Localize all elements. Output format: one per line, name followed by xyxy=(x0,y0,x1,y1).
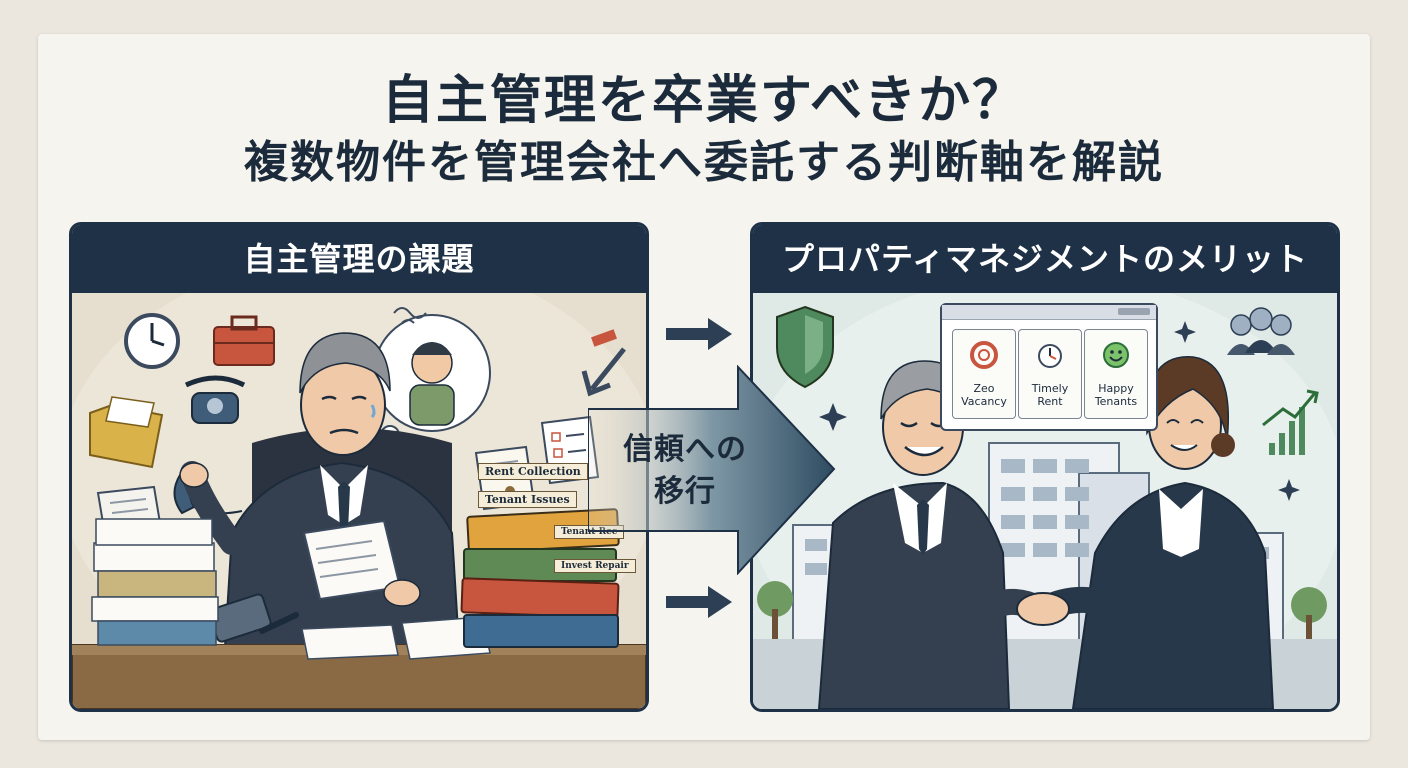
transition-arrow xyxy=(588,365,836,575)
toolbox-icon xyxy=(213,315,275,366)
team-icon xyxy=(1227,307,1295,355)
transition-label-line1: 信頼への xyxy=(623,432,747,467)
falling-arrow-icon xyxy=(581,329,626,397)
tile-label: Zeo Vacancy xyxy=(961,382,1007,408)
clock-icon xyxy=(124,313,180,369)
subtitle: 複数物件を管理会社へ委託する判断軸を解説 xyxy=(244,137,1164,188)
left-panel-header: 自主管理の課題 xyxy=(72,225,646,293)
binder-label-rent-collection: Rent Collection xyxy=(478,463,588,480)
stopwatch-icon xyxy=(1038,344,1062,368)
binder-label-repair: Invest Repair xyxy=(554,559,636,573)
tile-label: Happy Tenants xyxy=(1094,382,1138,408)
self-management-panel: 自主管理の課題 xyxy=(69,222,649,712)
donut-icon xyxy=(970,341,998,369)
top-small-arrow xyxy=(666,318,732,350)
folder-icon xyxy=(89,396,164,469)
tile-timely-rent: Timely Rent xyxy=(1018,329,1082,419)
stress-scribble-icon xyxy=(393,307,427,324)
right-panel-header: プロパティマネジメントのメリット xyxy=(753,225,1337,293)
main-title: 自主管理を卒業すべきか？ xyxy=(381,71,1027,131)
binder-stack xyxy=(460,508,620,648)
handshake-icon xyxy=(966,586,1128,626)
tile-zero-vacancy: Zeo Vacancy xyxy=(952,329,1016,419)
bottom-small-arrow xyxy=(666,586,732,618)
transition-label-line2: 移行 xyxy=(654,474,716,509)
tile-happy-tenants: Happy Tenants xyxy=(1084,329,1148,419)
smiley-icon xyxy=(1103,342,1129,368)
busy-owner-scene: Rent Collection Tenant Issues Tenant Rec… xyxy=(72,293,646,709)
metrics-dashboard: Zeo Vacancy Timely Rent Happy Tenants xyxy=(940,303,1158,431)
dashboard-titlebar xyxy=(942,305,1156,320)
handshake-illustration xyxy=(753,293,1337,709)
tile-label: Timely Rent xyxy=(1031,382,1069,408)
handshake-scene xyxy=(753,293,1337,709)
property-management-panel: プロパティマネジメントのメリット xyxy=(750,222,1340,712)
paper-stack xyxy=(91,518,219,646)
binder-label-tenant-issues: Tenant Issues xyxy=(478,491,577,508)
thought-bubble-icon xyxy=(367,314,491,460)
growth-chart-icon xyxy=(1262,389,1319,455)
sparkle-icon xyxy=(819,321,1300,501)
shield-icon xyxy=(776,305,834,389)
telephone-icon xyxy=(184,375,246,424)
pen-icon xyxy=(259,612,299,634)
